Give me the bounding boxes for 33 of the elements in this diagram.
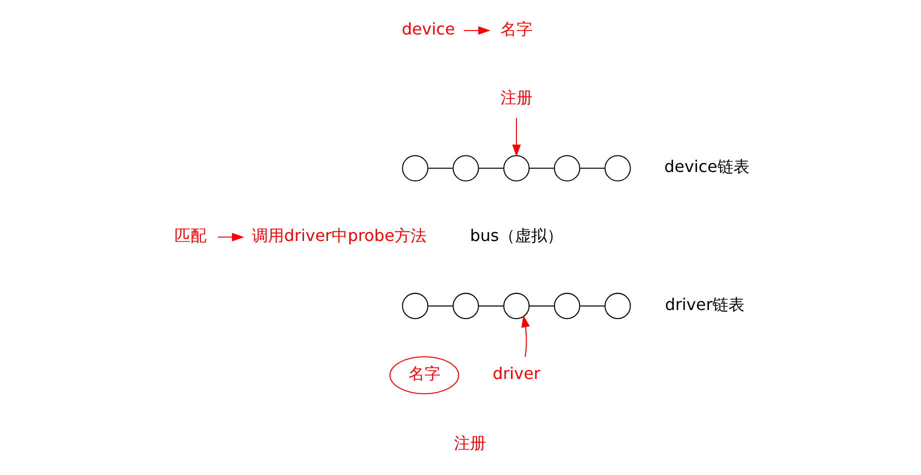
- node-text: driver: [492, 364, 540, 384]
- label: bus（虚拟）: [470, 226, 563, 245]
- connector: [530, 168, 554, 169]
- arrow: [512, 118, 521, 157]
- node-text: 匹配: [174, 226, 206, 245]
- node-text: 调用driver中probe方法: [252, 226, 426, 245]
- node-text: 名字: [500, 19, 532, 38]
- connector: [580, 305, 605, 306]
- node-circle: [554, 155, 580, 182]
- node-circle: [503, 155, 530, 182]
- node-circle: [402, 292, 428, 320]
- node-ellipse: 名字: [389, 356, 460, 394]
- label: driver链表: [664, 294, 745, 314]
- node-circle: [402, 155, 428, 182]
- connector: [428, 168, 453, 169]
- arrow: [464, 26, 490, 35]
- node-circle: [604, 155, 631, 182]
- node-text: device: [402, 19, 455, 38]
- arrow: [521, 315, 530, 357]
- node-circle: [452, 292, 479, 320]
- connector: [530, 305, 554, 306]
- node-text: 注册: [454, 433, 486, 452]
- connector: [428, 305, 453, 306]
- node-text: 注册: [500, 88, 532, 108]
- arrow: [218, 232, 244, 242]
- connector: [580, 168, 605, 169]
- node-circle: [604, 292, 631, 320]
- connector: [478, 168, 504, 169]
- node-circle: [452, 155, 479, 182]
- node-circle: [554, 292, 580, 320]
- label: device链表: [664, 157, 750, 176]
- node-circle: [503, 292, 530, 320]
- connector: [478, 305, 504, 306]
